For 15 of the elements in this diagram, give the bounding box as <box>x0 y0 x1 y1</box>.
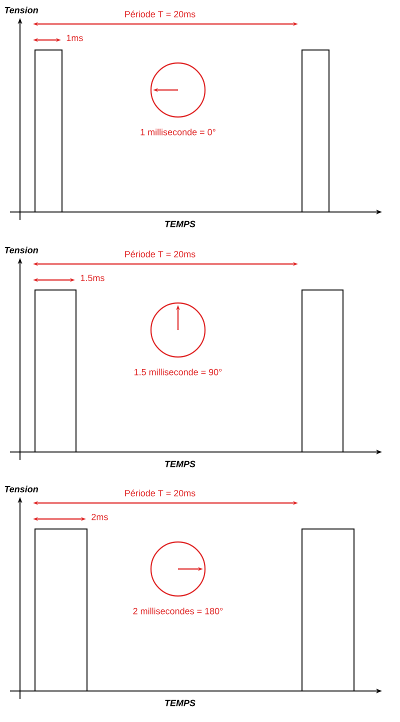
angle-label: 2 millisecondes = 180° <box>133 608 223 614</box>
dimension-label: 1.5ms <box>80 274 104 282</box>
dimension-label: 1ms <box>66 34 83 42</box>
axis-label: TEMPS <box>165 700 196 706</box>
dimension-label: 2ms <box>92 514 108 520</box>
axis-label: Tension <box>4 6 38 14</box>
axis-label: Tension <box>4 486 38 492</box>
axis-label: Tension <box>4 246 38 254</box>
axis-label: TEMPS <box>165 220 196 228</box>
dimension-label: Période T = 20ms <box>125 250 196 258</box>
dimension-label: Période T = 20ms <box>125 490 196 496</box>
axis-label: TEMPS <box>165 460 196 468</box>
angle-label: 1 milliseconde = 0° <box>140 128 216 136</box>
dimension-label: Période T = 20ms <box>125 10 196 18</box>
angle-label: 1.5 milliseconde = 90° <box>134 368 222 376</box>
